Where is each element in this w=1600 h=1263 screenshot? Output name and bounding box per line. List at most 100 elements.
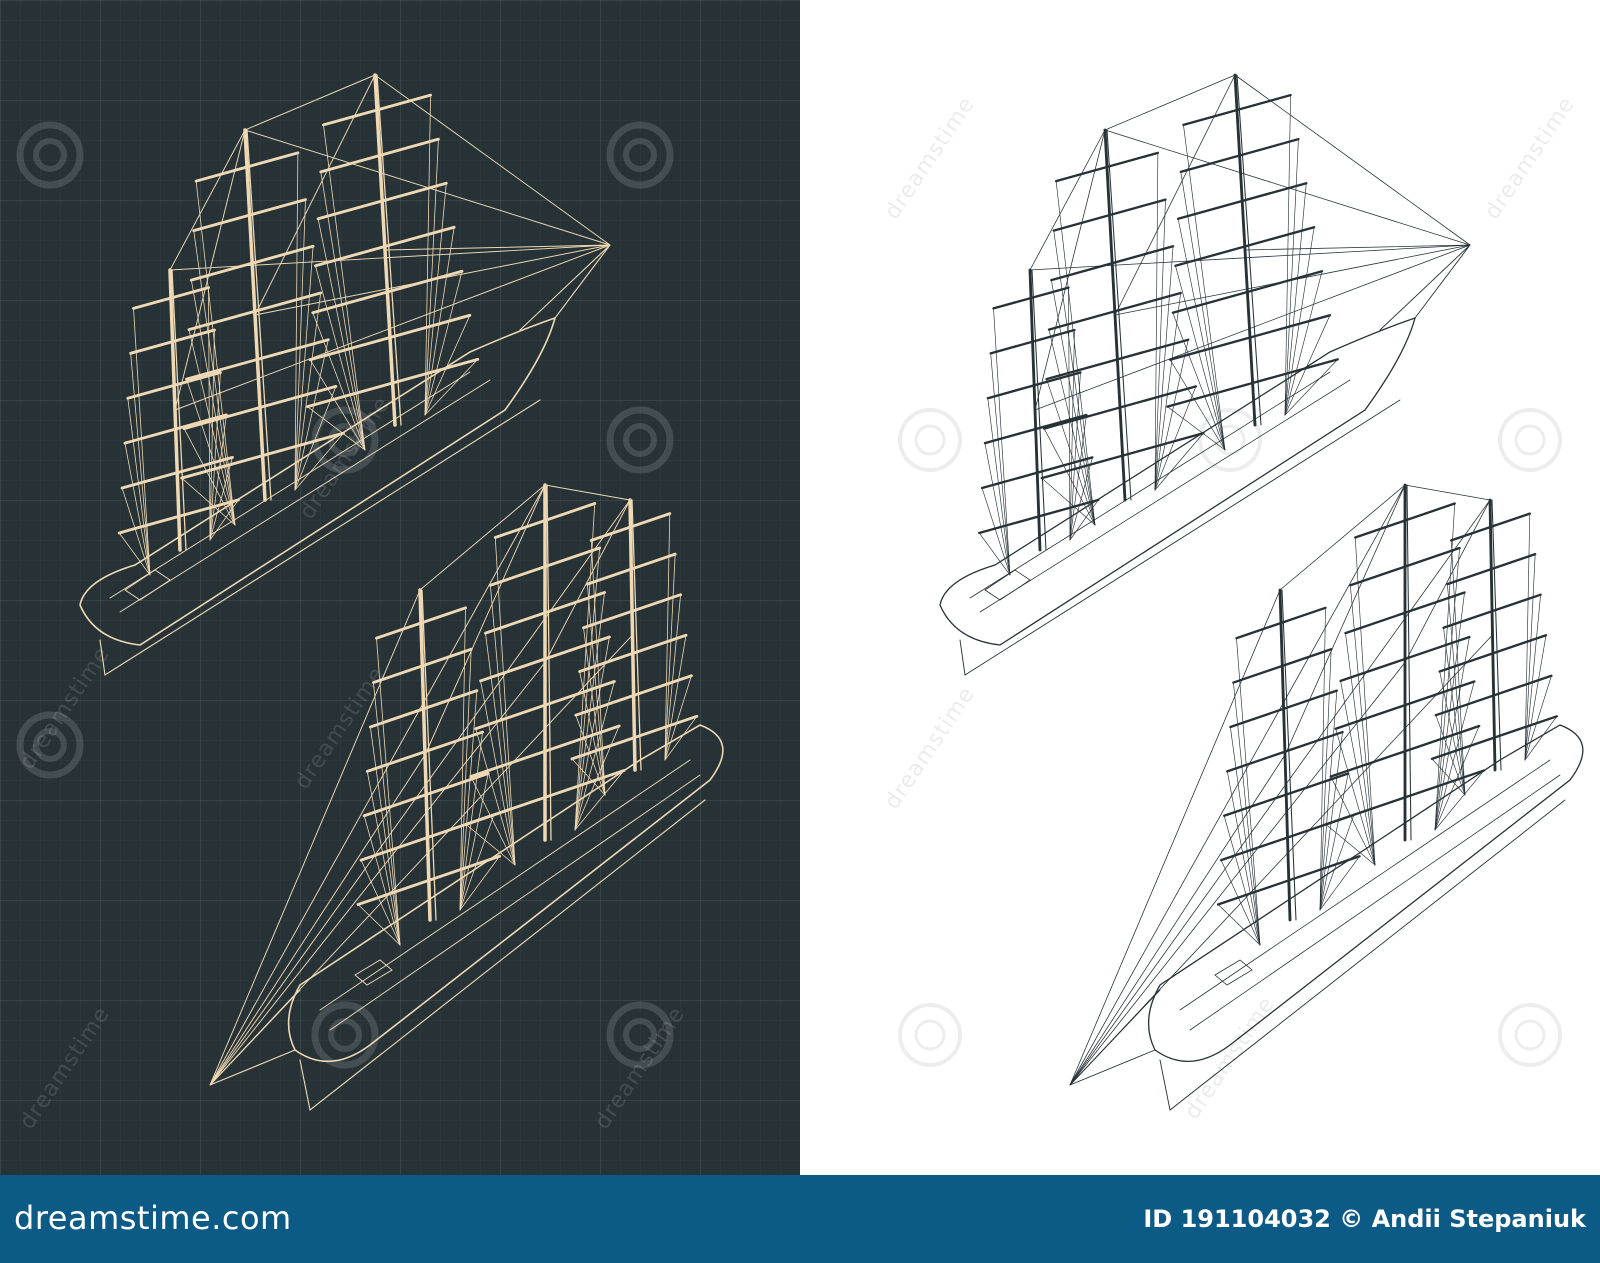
ship-yard <box>1235 606 1327 640</box>
ship-keel <box>299 799 706 1112</box>
ship-yard <box>1054 151 1160 183</box>
watermark-spiral-logo <box>311 1001 379 1069</box>
ship-yard <box>1174 226 1316 267</box>
ship-mast <box>1069 483 1486 1086</box>
ship-stay <box>1034 244 1471 411</box>
ship-stay <box>1234 74 1471 246</box>
ship-stay <box>209 499 631 1086</box>
ship-yard <box>362 772 490 818</box>
ship-yard <box>1179 137 1300 174</box>
ship-yard <box>1052 198 1167 232</box>
ship-yard <box>308 313 472 362</box>
ship-stay <box>424 484 546 756</box>
ship-yard <box>1329 724 1481 778</box>
ship-yard <box>129 328 216 355</box>
ship-stay <box>1069 634 1493 1086</box>
ship-stay <box>1104 74 1236 131</box>
ship-jib <box>209 989 301 1086</box>
ship-yard <box>314 225 456 268</box>
ship-stay <box>1069 484 1406 1086</box>
ship-stay <box>1069 662 1406 1086</box>
ship-yard <box>1047 291 1182 331</box>
ship-stay <box>209 589 421 1086</box>
ship-yard <box>371 647 473 685</box>
ship-stay <box>1029 129 1106 271</box>
ship-deck-detail <box>109 371 471 599</box>
ship-yard <box>1349 546 1461 587</box>
ship-mast <box>209 484 699 1086</box>
ship-stay <box>209 662 546 1086</box>
ship-yard <box>1042 385 1198 430</box>
watermark-spiral-logo <box>1198 408 1262 472</box>
ship-yard <box>316 181 448 221</box>
ship-yard <box>464 768 626 826</box>
ship-yard <box>180 431 345 480</box>
ship-stern-view <box>939 73 1471 676</box>
watermark-spiral-logo <box>606 1001 674 1069</box>
ship-stay <box>209 484 546 1086</box>
ship-stay <box>244 74 376 131</box>
ship-yard <box>192 198 307 233</box>
ship-stay <box>174 129 246 411</box>
ship-stay <box>384 244 611 251</box>
ship-bow-view <box>209 483 724 1112</box>
image-credit: ID 191104032 © Andii Stepaniuk <box>1143 1205 1586 1233</box>
ship-yard <box>1171 270 1324 314</box>
watermark-spiral-logo <box>16 711 84 779</box>
ship-stay <box>1404 484 1491 501</box>
ship-stay <box>169 129 246 271</box>
ship-stay <box>1114 74 1236 316</box>
ship-yard <box>1430 715 1559 761</box>
ship-yard <box>582 593 683 630</box>
ship-yard <box>989 328 1076 355</box>
ship-stay <box>544 484 631 501</box>
ship-keel <box>99 399 541 676</box>
ship-deck-detail <box>1189 774 1561 1031</box>
ship-yard <box>479 635 611 683</box>
ship-yard <box>1442 593 1542 629</box>
ship-deck-detail <box>124 569 171 601</box>
ship-jib <box>519 244 611 331</box>
ship-yard <box>1040 431 1205 480</box>
watermark-spiral-logo <box>16 121 84 189</box>
dark-ship-drawings <box>16 73 724 1112</box>
ship-stay <box>1279 484 1406 591</box>
ship-hull <box>1147 724 1584 1062</box>
ship-yard <box>570 714 699 761</box>
ship-stay <box>419 484 546 591</box>
dark-blueprint-panel: dreamstime dreamstime dreamstime dreamst… <box>0 0 800 1175</box>
ship-yard <box>978 498 1100 535</box>
ship-stern-view <box>79 73 611 676</box>
ship-deck-detail <box>984 569 1031 601</box>
ship-yard <box>1168 314 1332 361</box>
ship-yard <box>1050 245 1175 282</box>
ship-yard <box>1223 772 1350 817</box>
ship-stay <box>1034 129 1106 411</box>
ship-yard <box>1344 591 1466 635</box>
ship-hull <box>939 316 1416 646</box>
ship-yard <box>194 151 300 183</box>
ship-stay <box>1284 484 1406 756</box>
ship-yard <box>488 546 602 587</box>
ship-yard <box>578 633 688 673</box>
ship-yard <box>322 93 432 127</box>
ship-yard <box>311 269 464 315</box>
ship-stay <box>374 74 611 246</box>
watermark-spiral-logo <box>606 121 674 189</box>
watermark-spiral-logo <box>1498 408 1562 472</box>
ship-stay <box>254 74 376 316</box>
ship-mast <box>1069 484 1559 1086</box>
ship-mast <box>209 483 626 1086</box>
ship-yard <box>484 591 606 635</box>
ship-stay <box>1069 589 1281 1086</box>
footer-bar: dreamstime.com ID 191104032 © Andii Step… <box>0 1175 1600 1263</box>
watermark-spiral-logo <box>606 406 674 474</box>
ship-stay <box>209 754 426 1086</box>
ship-yard <box>1339 635 1471 683</box>
ship-yard <box>469 724 621 778</box>
ship-yard <box>1229 689 1339 729</box>
ship-yard <box>1182 93 1292 127</box>
ship-yard <box>1324 769 1486 826</box>
brand-logo-text[interactable]: dreamstime.com <box>14 1199 292 1237</box>
ship-yard <box>185 338 330 381</box>
